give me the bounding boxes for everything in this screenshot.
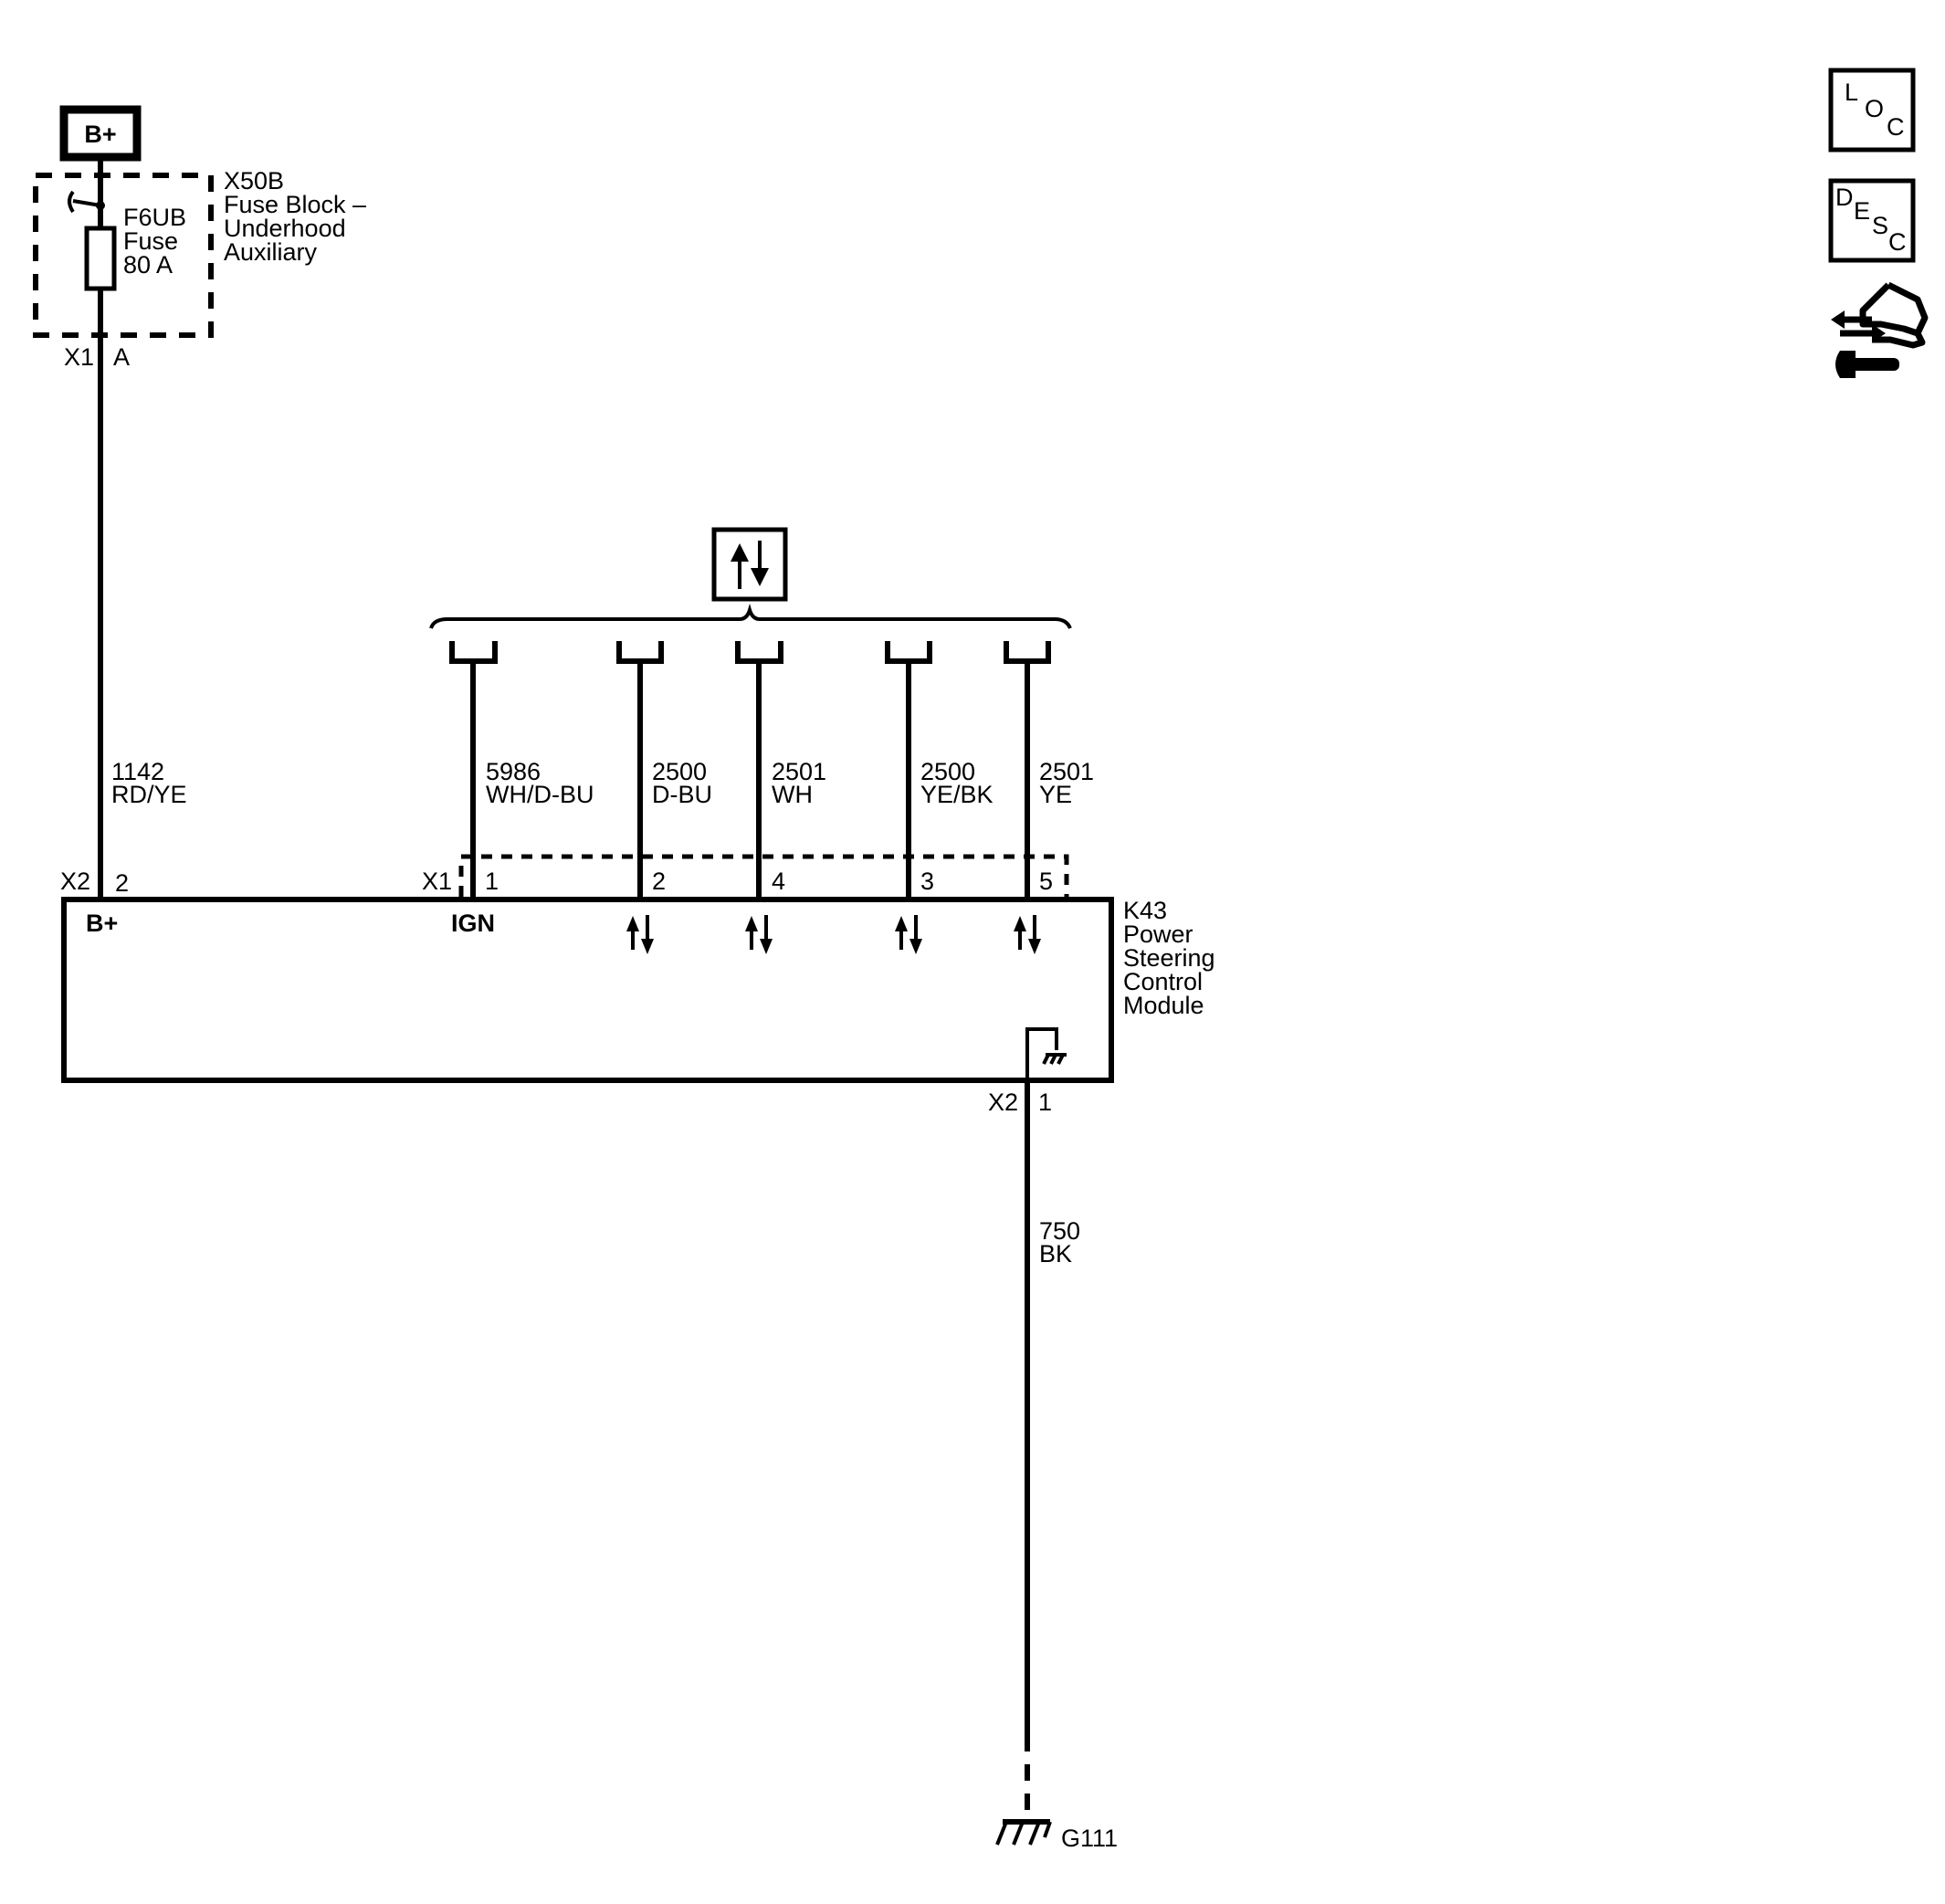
serial-data-arrows-icon: [626, 915, 1041, 954]
ground-icon: [995, 1819, 1052, 1846]
module-x1-label: X1: [422, 868, 452, 895]
wire-labels: 1142 RD/YE 5986 WH/D-BU 2500 D-BU 2501 W…: [111, 758, 1094, 1268]
bplus-source-label: B+: [84, 121, 116, 148]
serial-data-bus: [429, 527, 1072, 664]
x1-pin-2: 2: [652, 868, 666, 895]
module-desc-1: Power: [1123, 920, 1193, 948]
wire-circuit-1142: 1142: [111, 758, 164, 785]
fuse-connector: X1: [64, 343, 94, 371]
fuse-block-desc-3: Auxiliary: [224, 238, 318, 266]
chassis-ground-icon: [1025, 1027, 1067, 1080]
fuse-block-name: X50B: [224, 167, 284, 195]
wire-circuit-2501-b: 2501: [1039, 758, 1094, 785]
fuse-block-desc-1: Fuse Block –: [224, 191, 366, 218]
connector-labels: X2 2 X1 1 2 4 3 5: [60, 868, 1053, 897]
network-diagnostic-icon[interactable]: [1831, 281, 1929, 378]
module-bplus-label: B+: [86, 910, 118, 937]
wire-color-2500-a: D-BU: [652, 781, 712, 808]
svg-text:C: C: [1887, 113, 1905, 141]
wire-color-2501-b: YE: [1039, 781, 1072, 808]
svg-text:D: D: [1835, 184, 1854, 211]
svg-text:E: E: [1854, 197, 1870, 225]
wire-color-2501-a: WH: [772, 781, 813, 808]
module-ign-label: IGN: [451, 910, 495, 937]
fuse-icon: [84, 226, 117, 291]
svg-text:C: C: [1888, 228, 1907, 256]
x1-pin-3: 3: [920, 868, 934, 895]
module-x2-label: X2: [60, 868, 90, 895]
svg-text:S: S: [1872, 212, 1888, 239]
module-desc-3: Control: [1123, 968, 1203, 995]
x1-pin-1: 1: [485, 868, 499, 895]
svg-text:L: L: [1845, 79, 1858, 106]
ground-label: G111: [1061, 1825, 1118, 1852]
fuse-block-desc-2: Underhood: [224, 215, 346, 242]
x1-pin-5: 5: [1039, 868, 1053, 895]
wire-circuit-750: 750: [1039, 1217, 1080, 1245]
location-icon[interactable]: L O C: [1828, 68, 1916, 153]
power-steering-control-module: B+ IGN K43 Power Steering Control Module: [61, 897, 1215, 1083]
wire-circuit-5986: 5986: [486, 758, 541, 785]
wire-circuit-2500-a: 2500: [652, 758, 707, 785]
fuse-block: X50B Fuse Block – Underhood Auxiliary F6…: [33, 157, 366, 906]
bidirectional-arrows-icon: [711, 527, 788, 602]
module-desc-4: Module: [1123, 992, 1204, 1019]
wire-color-750: BK: [1039, 1240, 1072, 1268]
module-desc-2: Steering: [1123, 944, 1215, 972]
description-icon[interactable]: D E S C: [1828, 178, 1916, 263]
x1-connector-outline: [458, 854, 1069, 897]
module-x2-pin: 2: [115, 869, 129, 897]
fuse-word: Fuse: [123, 227, 178, 255]
ground-pin-label: 1: [1038, 1089, 1052, 1116]
wire-color-5986: WH/D-BU: [486, 781, 594, 808]
battery-positive-source: B+: [59, 105, 142, 162]
wire-color-2500-b: YE/BK: [920, 781, 994, 808]
x1-pin-4: 4: [772, 868, 785, 895]
ground-conn-label: X2: [988, 1089, 1018, 1116]
wire-circuit-2501-a: 2501: [772, 758, 826, 785]
fuse-name: F6UB: [123, 204, 186, 231]
module-name: K43: [1123, 897, 1167, 924]
wire-circuit-2500-b: 2500: [920, 758, 975, 785]
fuse-rating: 80 A: [123, 251, 173, 279]
svg-text:O: O: [1865, 95, 1884, 122]
fuse-pin: A: [113, 343, 130, 371]
wire-color-1142: RD/YE: [111, 781, 187, 808]
